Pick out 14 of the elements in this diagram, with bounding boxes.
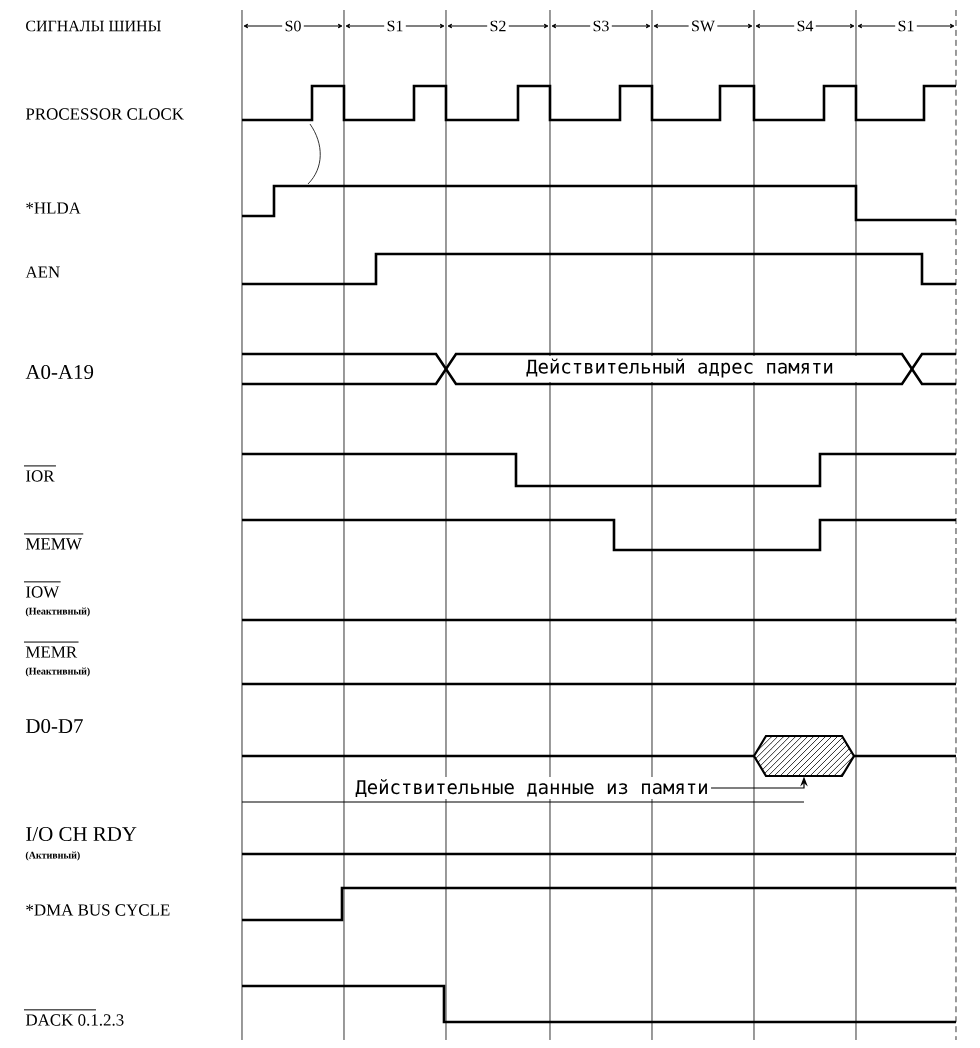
signal-name: A0-A19: [25, 364, 94, 380]
signal-name: *HLDA: [26, 202, 81, 214]
signal-name: IOW: [23, 581, 62, 598]
signal-name: AEN: [25, 266, 60, 278]
signal-name: I/O CH RDY: [26, 827, 137, 842]
bus-value: Действительный адрес памяти: [526, 358, 833, 378]
signal-name: DACK 0.1.2.3: [23, 1009, 124, 1026]
signal-name: D0-D7: [26, 718, 83, 734]
signal-name: IOR: [23, 465, 57, 482]
note-text: Действительные данные из памяти: [353, 777, 711, 799]
signal-name: MEMR: [23, 641, 80, 658]
signal-name: *DMA BUS CYCLE: [26, 904, 170, 916]
signal-name: MEMW: [23, 533, 84, 550]
signal-name: PROCESSOR CLOCK: [25, 108, 184, 120]
